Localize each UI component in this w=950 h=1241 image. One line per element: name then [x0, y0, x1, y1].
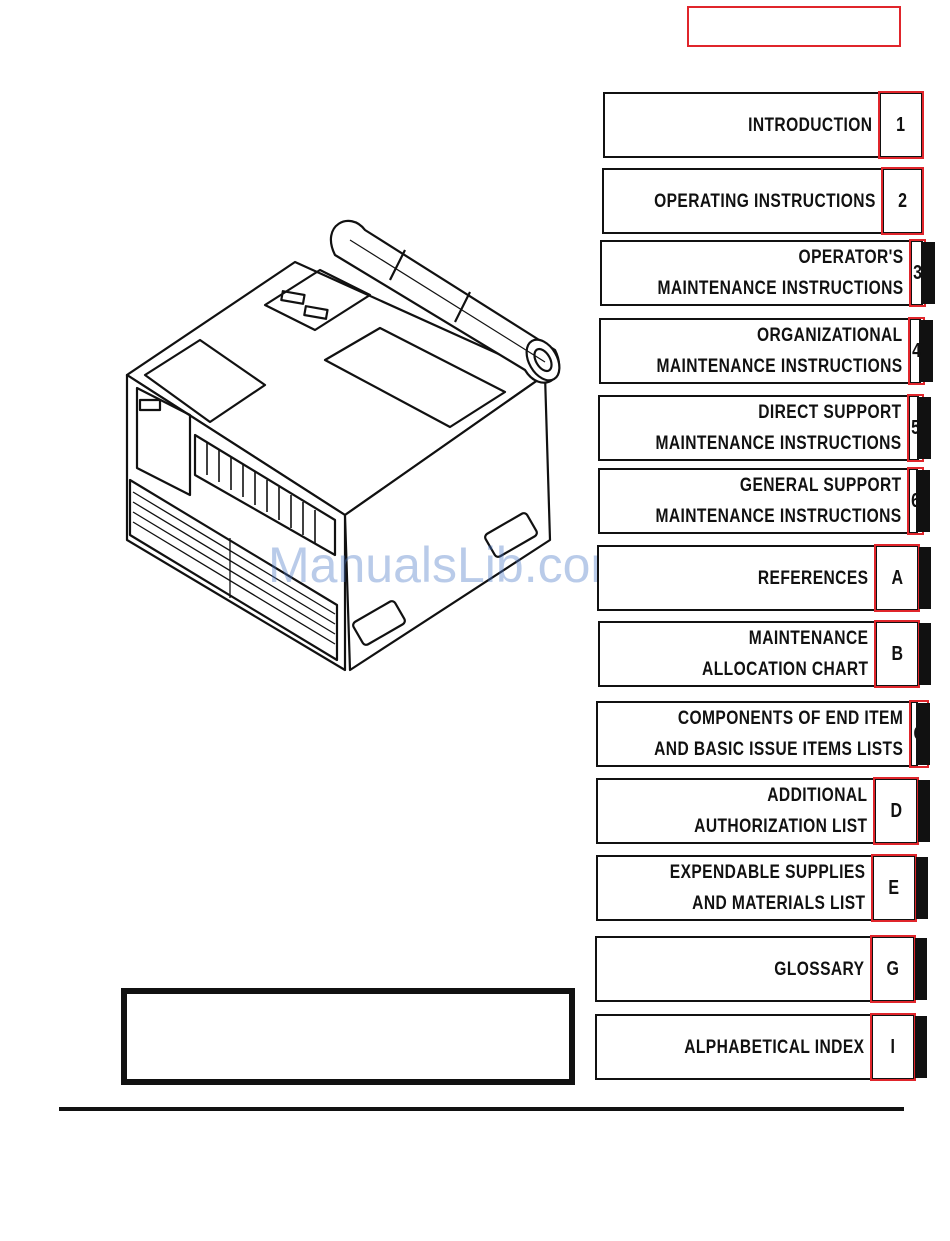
section-tab-edge — [915, 1016, 927, 1078]
section-tab-number-cell[interactable]: D — [873, 777, 919, 845]
section-tab-label: EXPENDABLE SUPPLIES AND MATERIALS LIST — [647, 857, 872, 919]
section-tab-label: COMPONENTS OF END ITEM AND BASIC ISSUE IT… — [654, 703, 910, 765]
section-tab-label: ALPHABETICAL INDEX — [646, 1032, 871, 1063]
section-tab-label-line: MAINTENANCE — [748, 628, 869, 649]
section-tab[interactable]: COMPONENTS OF END ITEM AND BASIC ISSUE IT… — [596, 700, 930, 768]
section-tab-label-line: ALLOCATION CHART — [702, 659, 869, 680]
section-tab-number-cell[interactable]: A — [874, 544, 920, 612]
section-tab[interactable]: REFERENCES A — [597, 544, 931, 612]
section-tab-number: D — [890, 799, 902, 822]
section-tab-label: REFERENCES — [649, 563, 875, 594]
section-tab[interactable]: GLOSSARY G — [595, 935, 927, 1003]
section-tab-edge — [921, 320, 933, 382]
section-tab-label-line: AND MATERIALS LIST — [692, 893, 866, 914]
section-tab-number: 2 — [898, 189, 908, 212]
section-tab-edge — [923, 242, 935, 304]
section-tab-label-line: OPERATING INSTRUCTIONS — [654, 190, 876, 212]
section-tab-label: ORGANIZATIONAL MAINTENANCE INSTRUCTIONS — [656, 320, 909, 382]
section-tab-label: GLOSSARY — [646, 954, 871, 985]
section-tab-number: 5 — [911, 416, 921, 439]
section-tab-number-cell[interactable]: E — [871, 854, 917, 922]
section-tab-label-line: AUTHORIZATION LIST — [694, 816, 868, 837]
section-tab[interactable]: GENERAL SUPPORT MAINTENANCE INSTRUCTIONS 6 — [598, 467, 930, 535]
section-tab-number: E — [888, 876, 900, 899]
section-tab-edge — [918, 703, 930, 765]
section-tab-label: OPERATOR'S MAINTENANCE INSTRUCTIONS — [657, 242, 910, 304]
section-tab-label-line: REFERENCES — [757, 567, 869, 589]
section-tab-label: DIRECT SUPPORT MAINTENANCE INSTRUCTIONS — [655, 397, 908, 459]
section-tab-label-line: MAINTENANCE INSTRUCTIONS — [655, 506, 902, 527]
section-tab-number-cell[interactable]: 3 — [909, 239, 927, 307]
section-tab-label: INTRODUCTION — [654, 110, 879, 141]
section-tab-label-line: ORGANIZATIONAL — [756, 325, 903, 346]
section-tab-number-cell[interactable]: 1 — [878, 91, 924, 159]
bottom-rule — [59, 1107, 904, 1111]
section-tab-number-cell[interactable]: I — [870, 1013, 916, 1081]
section-tab[interactable]: OPERATOR'S MAINTENANCE INSTRUCTIONS 3 — [600, 239, 935, 307]
section-tab-number: B — [891, 642, 903, 665]
section-tab-edge — [915, 938, 927, 1000]
section-tab[interactable]: EXPENDABLE SUPPLIES AND MATERIALS LIST E — [596, 854, 928, 922]
section-tab-label: OPERATING INSTRUCTIONS — [654, 186, 882, 217]
section-tab-number: G — [886, 957, 900, 980]
section-tab-number: I — [890, 1035, 896, 1058]
section-tab-number-cell[interactable]: G — [870, 935, 916, 1003]
section-tab-number: 1 — [896, 113, 906, 136]
section-tab-label-line: ALPHABETICAL INDEX — [684, 1036, 865, 1058]
section-tab[interactable]: ADDITIONAL AUTHORIZATION LIST D — [596, 777, 930, 845]
section-tab-label-line: MAINTENANCE INSTRUCTIONS — [656, 356, 903, 377]
section-tab[interactable]: DIRECT SUPPORT MAINTENANCE INSTRUCTIONS 5 — [598, 394, 931, 462]
section-tab-number: A — [891, 566, 903, 589]
section-tab-label-line: DIRECT SUPPORT — [758, 402, 902, 423]
blank-notice-box — [121, 988, 575, 1085]
section-tab-number: 4 — [912, 339, 922, 362]
section-tab-number-cell[interactable]: B — [874, 620, 920, 688]
section-tab-label-line: COMPONENTS OF END ITEM — [677, 708, 904, 729]
section-tab-label-line: EXPENDABLE SUPPLIES — [669, 862, 866, 883]
section-tab-label-line: OPERATOR'S — [798, 247, 904, 268]
section-tab[interactable]: MAINTENANCE ALLOCATION CHART B — [598, 620, 931, 688]
section-tab[interactable]: ORGANIZATIONAL MAINTENANCE INSTRUCTIONS 4 — [599, 317, 933, 385]
section-tab-edge — [918, 470, 930, 532]
section-tab-label: ADDITIONAL AUTHORIZATION LIST — [648, 780, 874, 842]
section-tab[interactable]: ALPHABETICAL INDEX I — [595, 1013, 927, 1081]
watermark: ManualsLib.com — [268, 537, 633, 593]
section-tab-label: MAINTENANCE ALLOCATION CHART — [650, 623, 876, 685]
section-tab-label: GENERAL SUPPORT MAINTENANCE INSTRUCTIONS — [655, 470, 908, 532]
section-tab-number-cell[interactable]: 2 — [881, 167, 924, 235]
section-tab-edge — [916, 857, 928, 919]
section-tab-label-line: GENERAL SUPPORT — [739, 475, 902, 496]
section-tab-label-line: INTRODUCTION — [748, 114, 873, 136]
top-link-box[interactable] — [687, 6, 901, 47]
section-tab[interactable]: INTRODUCTION 1 — [603, 91, 924, 159]
section-tab-label-line: ADDITIONAL — [767, 785, 868, 806]
section-tab-edge — [918, 780, 930, 842]
section-tab-number: 3 — [913, 261, 923, 284]
section-tab-label-line: AND BASIC ISSUE ITEMS LISTS — [654, 739, 904, 760]
section-tab-edge — [919, 623, 931, 685]
section-tab-edge — [919, 397, 931, 459]
section-tab-label-line: MAINTENANCE INSTRUCTIONS — [657, 278, 904, 299]
section-tab-edge — [919, 547, 931, 609]
section-tab-label-line: MAINTENANCE INSTRUCTIONS — [655, 433, 902, 454]
section-tab[interactable]: OPERATING INSTRUCTIONS 2 — [602, 167, 924, 235]
section-tab-number: 6 — [911, 489, 921, 512]
equipment-illustration — [125, 219, 561, 672]
section-tab-label-line: GLOSSARY — [774, 958, 865, 980]
